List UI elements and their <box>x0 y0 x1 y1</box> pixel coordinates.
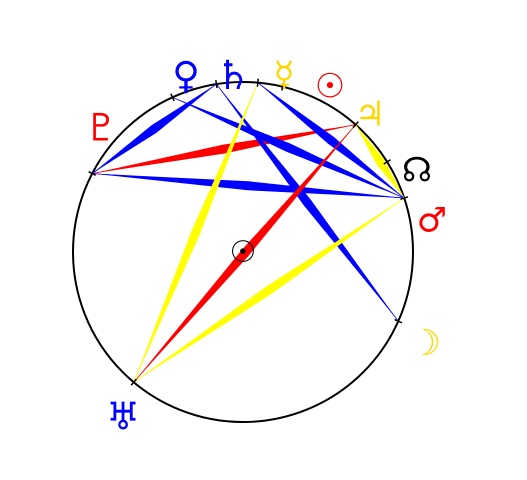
aspect-edge-3 <box>216 83 399 322</box>
sun-tick <box>281 82 285 91</box>
aspect-edge-4 <box>257 82 405 199</box>
wheel-circle <box>72 81 414 423</box>
sun-icon: ☉ <box>315 67 345 107</box>
venus-tick <box>170 93 175 102</box>
jupiter-tick <box>352 121 359 129</box>
aspect-edge-0 <box>91 83 217 174</box>
moon-tick <box>394 318 403 324</box>
aspect-edge-1 <box>92 124 356 174</box>
node-tick <box>383 159 391 165</box>
jupiter-icon: ♃ <box>355 95 385 135</box>
planet-glyphs: ♀♄☿☉♃☊♂☽♅♇ <box>84 53 447 439</box>
saturn-tick <box>215 80 218 89</box>
aspect-edge-6 <box>133 124 356 383</box>
aspect-lines <box>91 82 405 383</box>
mars-tick <box>400 196 409 201</box>
venus-icon: ♀ <box>172 54 200 98</box>
aspect-edge-7 <box>133 82 259 383</box>
north-node-icon: ☊ <box>402 151 432 191</box>
moon-icon: ☽ <box>409 323 441 364</box>
uranus-tick <box>130 378 137 386</box>
planet-ticks <box>88 78 409 386</box>
mercury-icon: ☿ <box>274 55 295 95</box>
aspect-edge-9 <box>355 124 405 199</box>
aspect-edge-5 <box>172 96 405 199</box>
mercury-tick <box>256 78 259 87</box>
aspect-edge-2 <box>92 173 405 199</box>
saturn-icon: ♄ <box>215 53 251 99</box>
mars-icon: ♂ <box>417 201 447 241</box>
pluto-icon: ♇ <box>84 106 118 150</box>
pluto-tick <box>88 170 97 177</box>
aspect-edge-8 <box>133 197 405 383</box>
uranus-icon: ♅ <box>106 395 140 439</box>
sun-center-icon: ☉ <box>230 235 257 270</box>
